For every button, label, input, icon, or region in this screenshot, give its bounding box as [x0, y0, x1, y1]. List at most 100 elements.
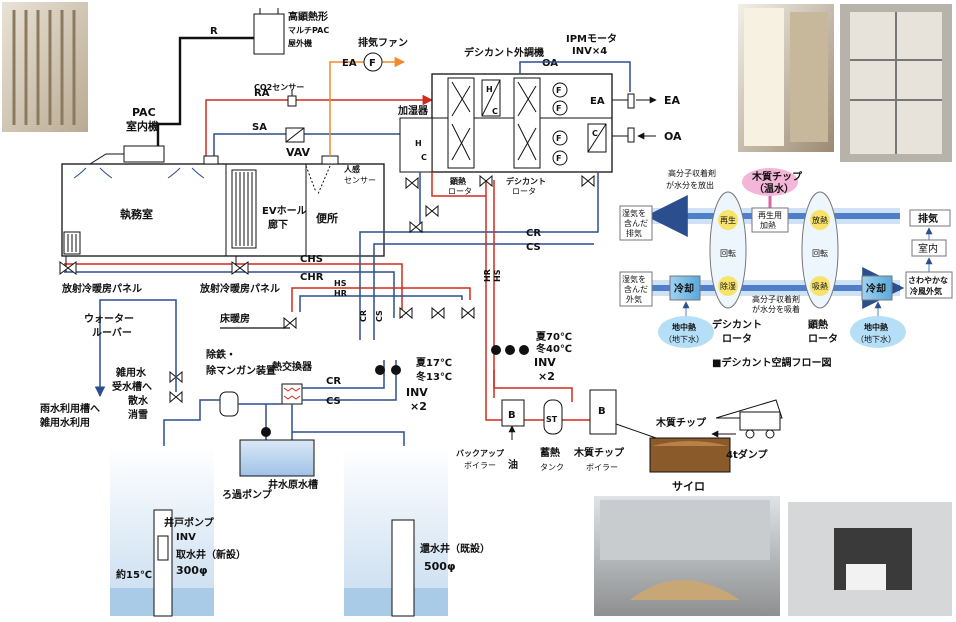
dump-truck — [715, 399, 783, 439]
water-louver — [94, 299, 177, 398]
return-well — [344, 446, 448, 617]
flow-humid-out-3: 排気 — [626, 228, 642, 238]
flow-room: 室内 — [918, 242, 938, 255]
storage-tank-label-1: 蓄熱 — [540, 446, 560, 459]
pac-indoor-unit — [89, 145, 165, 165]
photo-atrium — [840, 4, 952, 162]
flow-figure — [619, 168, 953, 348]
chs-header — [64, 263, 403, 318]
desiccant-rotor-label-2: ロータ — [512, 187, 536, 196]
flow-geo-left-1: 地中熱 — [672, 322, 696, 332]
fan-f-3: F — [556, 134, 561, 143]
flow-rotate-2: 回転 — [812, 249, 828, 258]
flow-geo-right-1: 地中熱 — [864, 322, 888, 332]
flow-humid-in-2: 含んだ — [624, 284, 648, 294]
oa-top-label: OA — [542, 58, 558, 69]
desiccant-rotor-label-1: デシカント — [506, 176, 546, 186]
fan-f-4: F — [556, 154, 561, 163]
summer17-label: 夏17℃ — [415, 357, 452, 369]
backup-boiler-b: B — [508, 410, 516, 421]
toilet-label: 便所 — [316, 211, 338, 225]
ra-duct — [205, 94, 434, 160]
pac-outdoor-label-2: マルチPAC — [288, 26, 329, 35]
sensible-rotor-label-2: ロータ — [448, 187, 472, 196]
water-louver-label-2: ルーバー — [92, 327, 132, 339]
wood-boiler — [589, 389, 657, 439]
sensible-rotor-label-1: 顕熱 — [450, 176, 466, 186]
floor-heating-label: 床暖房 — [220, 312, 250, 325]
coil-h-left: H — [415, 139, 422, 148]
well-pump-label-2: INV — [176, 532, 196, 543]
refrigerant-line — [156, 36, 254, 146]
motion-sensor-label-2: センサー — [344, 176, 376, 185]
temp15-label: 約15℃ — [116, 568, 152, 581]
desiccant-unit-label: デシカント外調機 — [464, 46, 544, 59]
flow-heat-absorb: 吸熱 — [812, 281, 828, 291]
cr-lower-label: CR — [326, 376, 341, 387]
intake-well-label-2: 300φ — [176, 564, 208, 577]
wood-boiler-label-2: ボイラー — [586, 463, 618, 472]
flow-absorb-2: が水分を吸着 — [752, 304, 800, 314]
flow-desiccant-rotor-2: ロータ — [722, 333, 752, 345]
flow-wood-chip-2: （温水） — [754, 182, 794, 195]
flow-heat-release: 放熱 — [812, 215, 828, 225]
hot-pumps — [491, 345, 529, 355]
hs-label: HS — [334, 279, 347, 288]
wood-boiler-b: B — [598, 406, 606, 417]
flow-geo-left-2: （地下水） — [664, 334, 704, 344]
hot-risers — [431, 172, 495, 398]
flow-fresh-1: さわやかな — [908, 275, 948, 285]
chr-label: CHR — [300, 272, 324, 283]
oa-right-label: OA — [664, 130, 682, 143]
flow-geo-right-2: （地下水） — [856, 334, 896, 344]
filter-pump-label: ろ過ポンプ — [222, 488, 273, 501]
gray-water-label-1: 雑用水 — [115, 366, 147, 379]
flow-cool-1: 冷却 — [674, 282, 694, 295]
office-label: 執務室 — [120, 207, 153, 221]
sprinkle-label-2: 消雪 — [128, 408, 148, 421]
silo — [649, 437, 731, 473]
flow-humid-in-1: 湿気を — [622, 274, 646, 284]
radiant-panel-ev — [231, 169, 257, 249]
iron-removal-tank — [219, 391, 239, 417]
flow-desiccant-rotor-1: デシカント — [712, 318, 762, 331]
flow-exhaust: 排気 — [918, 212, 938, 225]
flow-regen-zone: 再生 — [720, 215, 736, 225]
flow-regen-1: 再生用 — [758, 210, 782, 220]
oil-label: 油 — [508, 458, 518, 471]
storage-tank-label-2: タンク — [540, 463, 564, 472]
cr-upper-label: CR — [526, 228, 541, 239]
intake-well — [110, 446, 214, 617]
flow-rotate-1: 回転 — [720, 249, 736, 258]
diffusers — [73, 167, 205, 179]
iron-removal-label-2: 除マンガン装置 — [206, 364, 276, 377]
gray-water-label-2: 受水槽へ — [112, 380, 152, 393]
intake-well-label-1: 取水井（新設） — [176, 548, 246, 561]
cr-vert-label: CR — [359, 310, 368, 322]
flow-regen-2: 加熱 — [760, 220, 776, 230]
co2-sensor — [287, 90, 297, 107]
co2-label: CO2センサー — [254, 83, 304, 92]
ev-hall-label-2: 廊下 — [268, 218, 288, 231]
well-tank-label: 井水原水槽 — [268, 478, 318, 491]
motion-sensor — [305, 165, 331, 195]
well-pump-label-1: 井戸ポンプ — [164, 516, 215, 529]
sa-grille — [203, 155, 219, 165]
vav-damper — [285, 127, 305, 143]
coil-c-upper: C — [492, 107, 498, 116]
hs-vert-label: HS — [493, 269, 502, 282]
return-well-label-2: 500φ — [424, 560, 456, 573]
flow-humid-out-1: 湿気を — [622, 208, 646, 218]
backup-boiler-label-1: バックアップ — [456, 448, 505, 458]
vav-label: VAV — [286, 146, 311, 159]
pac-outdoor-label-1: 高顕熱形 — [288, 10, 328, 23]
cold-pumps — [375, 365, 401, 375]
r-label: R — [210, 26, 218, 37]
sa-duct — [213, 133, 432, 156]
exhaust-fan-label: 排気ファン — [358, 36, 408, 49]
building-floor — [61, 163, 385, 257]
pac-outdoor-unit — [253, 8, 285, 55]
sprinkle-label-1: 散水 — [128, 394, 149, 407]
flow-dehumid: 除湿 — [720, 281, 736, 291]
filter-pump — [261, 427, 271, 437]
